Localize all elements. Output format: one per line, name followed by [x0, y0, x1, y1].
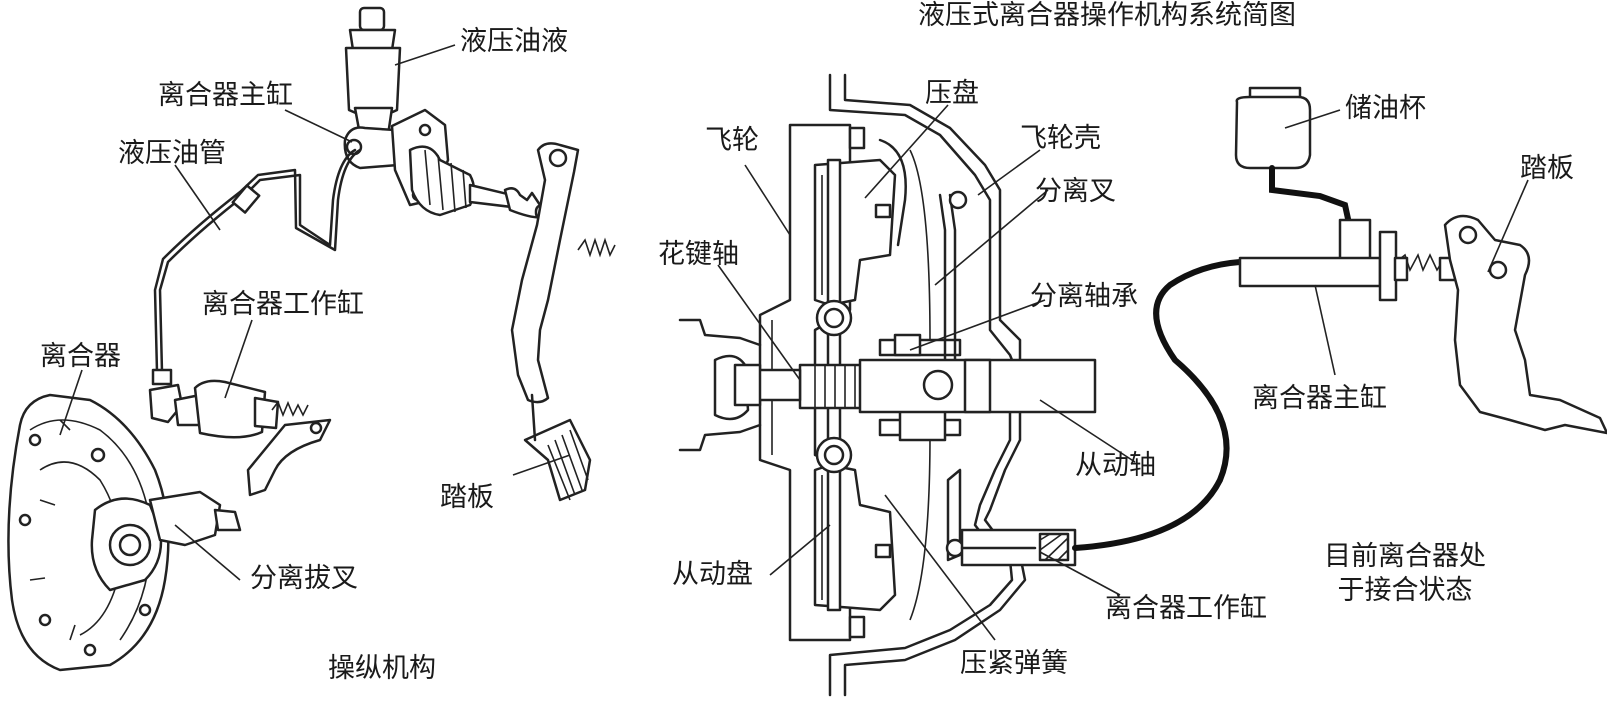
label-pedal-left: 踏板	[440, 482, 494, 513]
label-release-fork-center: 分离叉	[1035, 176, 1116, 207]
fluid-pipe-left	[158, 148, 357, 374]
diagram-title: 液压式离合器操作机构系统简图	[918, 0, 1296, 31]
reservoir-right	[1234, 86, 1353, 231]
label-driven-shaft: 从动轴	[1075, 450, 1156, 481]
label-pressure-spring: 压紧弹簧	[960, 648, 1068, 679]
master-cylinder-right	[1238, 218, 1472, 302]
label-release-bearing: 分离轴承	[1030, 281, 1138, 312]
pedal-right	[1443, 214, 1607, 435]
fluid-reservoir-left	[344, 6, 402, 137]
label-slave-cylinder-center: 离合器工作缸	[1105, 593, 1267, 624]
caption-left: 操纵机构	[328, 653, 436, 684]
release-bearing	[893, 333, 922, 357]
label-release-fork-left: 分离拔叉	[250, 563, 358, 594]
right-figure	[1234, 86, 1607, 435]
label-clutch: 离合器	[40, 341, 121, 372]
label-master-cylinder-left: 离合器主缸	[158, 80, 293, 111]
label-slave-cylinder-left: 离合器工作缸	[202, 289, 364, 320]
label-pressure-plate: 压盘	[925, 78, 979, 109]
master-cylinder-left	[343, 108, 560, 221]
left-figure	[7, 6, 616, 672]
hydraulic-hose-center	[1072, 259, 1243, 551]
label-driven-plate: 从动盘	[672, 559, 753, 590]
pedal-left	[510, 142, 616, 502]
clutch-left	[7, 393, 242, 672]
flywheel-housing	[828, 73, 1022, 382]
label-pedal-right: 踏板	[1520, 153, 1574, 184]
label-flywheel: 飞轮	[705, 125, 759, 156]
label-fluid: 液压油液	[460, 26, 568, 57]
label-master-cylinder-right: 离合器主缸	[1252, 383, 1387, 414]
label-state-note: 目前离合器处于接合状态	[1324, 541, 1486, 606]
center-figure	[678, 73, 1243, 697]
label-fluid-pipe: 液压油管	[118, 138, 226, 169]
label-reservoir: 储油杯	[1345, 93, 1426, 124]
label-flywheel-housing: 飞轮壳	[1020, 123, 1101, 154]
label-spline-shaft: 花键轴	[658, 239, 739, 270]
slave-cylinder-left	[148, 368, 332, 497]
slave-cylinder-center	[960, 528, 1077, 567]
